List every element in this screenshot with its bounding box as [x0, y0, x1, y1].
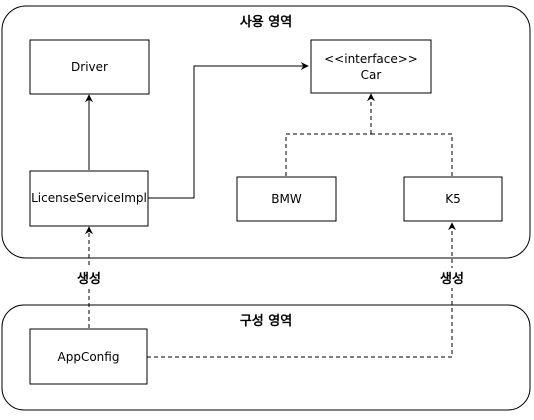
bmw-label: BMW — [271, 192, 302, 206]
app-config-box[interactable] — [29, 328, 148, 385]
usage-area-title: 사용 영역 — [240, 14, 292, 30]
license-service-box[interactable] — [29, 170, 149, 227]
create-label-left-bg — [70, 268, 108, 288]
app-config-label: AppConfig — [58, 350, 120, 364]
car-label: Car — [361, 68, 382, 82]
config-area-title: 구성 영역 — [240, 313, 292, 329]
license-service-label: LicenseServiceImpl — [31, 191, 147, 205]
edge-appconfig-create-k5 — [147, 222, 456, 358]
edge-license-to-car — [148, 62, 309, 199]
car-interface-box[interactable] — [310, 39, 432, 94]
create-label-left: 생성 — [77, 272, 101, 287]
k5-label: K5 — [445, 192, 461, 206]
driver-label: Driver — [71, 60, 108, 74]
create-label-right: 생성 — [440, 272, 464, 287]
car-stereotype: <<interface>> — [324, 52, 418, 66]
k5-box[interactable] — [403, 176, 503, 222]
edge-bmw-to-car — [285, 133, 371, 176]
create-label-right-bg — [433, 268, 471, 288]
driver-box[interactable] — [29, 39, 150, 95]
bmw-box[interactable] — [236, 176, 337, 222]
edge-k5-to-car — [371, 133, 453, 176]
